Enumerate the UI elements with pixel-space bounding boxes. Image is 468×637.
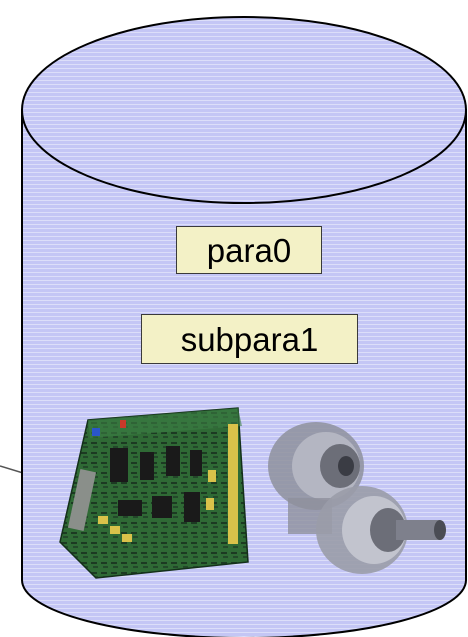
subpara1-label: subpara1 — [141, 314, 358, 364]
circuit-board-image — [59, 407, 249, 579]
mechanical-parts-image — [268, 422, 446, 574]
para0-label: para0 — [176, 226, 322, 274]
cylinder-top — [21, 16, 467, 204]
